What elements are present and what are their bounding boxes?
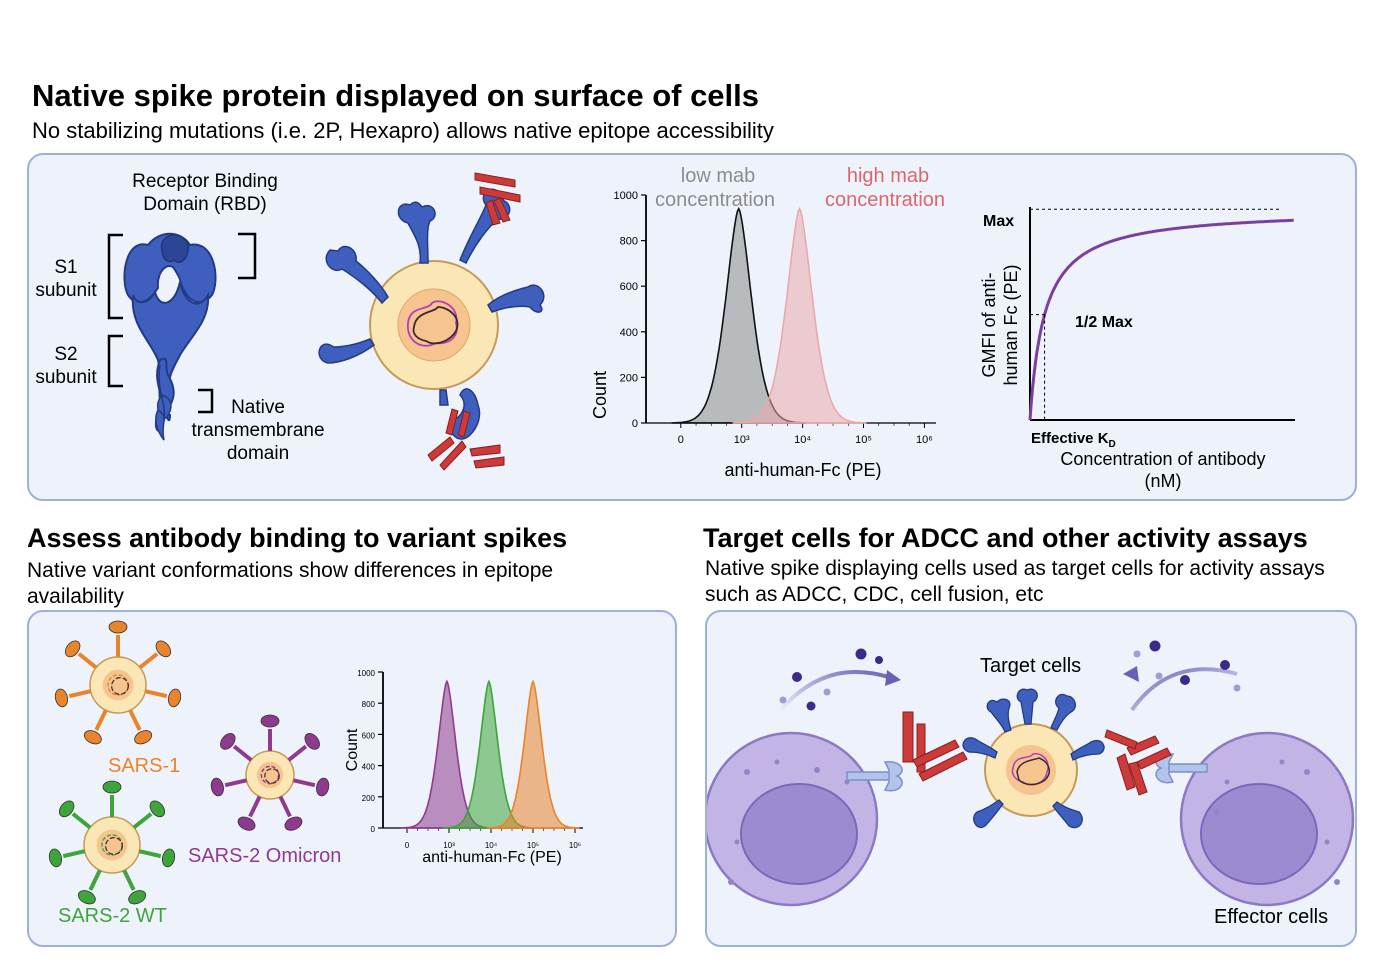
half-max-label: 1/2 Max xyxy=(1075,314,1133,331)
y-axis-label: Count xyxy=(590,371,610,419)
target-cells-label: Target cells xyxy=(980,655,1082,677)
section-variant-title: Assess antibody binding to variant spike… xyxy=(27,523,568,553)
binding-curve xyxy=(1028,218,1294,421)
histogram-high-mab-concentration xyxy=(732,206,867,424)
adcc-illustration xyxy=(707,640,1355,907)
y-tick-label: 600 xyxy=(620,281,638,293)
rbd-label: Receptor Binding Domain (RBD) xyxy=(132,171,278,215)
variant-cells xyxy=(48,620,330,905)
x-tick-label: 0 xyxy=(405,841,410,850)
x-tick-label: 10⁴ xyxy=(485,841,498,850)
curve-x-axis-label: Concentration of antibody(nM) xyxy=(1060,449,1265,491)
x-tick-label: 10⁵ xyxy=(855,434,872,446)
y-tick-label: 800 xyxy=(620,236,638,248)
omicron-cell xyxy=(210,714,330,831)
y-tick-label: 400 xyxy=(620,327,638,339)
y-tick-label: 200 xyxy=(620,372,638,384)
binding-curve-chart: Max 1/2 Max Effective KD Concentration o… xyxy=(979,207,1295,491)
s2-subunit-label: S2 subunit xyxy=(35,344,97,388)
y-tick-label: 200 xyxy=(362,794,376,803)
native-spike-panel xyxy=(27,153,1357,501)
x-tick-label: 0 xyxy=(678,434,684,446)
y-tick-label: 1000 xyxy=(614,190,638,202)
kd-label: Effective KD xyxy=(1031,430,1116,450)
x-tick-label: 10⁵ xyxy=(527,841,539,850)
y-axis-label-2: Count xyxy=(344,728,361,771)
x-tick-label: 10⁴ xyxy=(794,434,811,446)
y-tick-label: 0 xyxy=(371,825,376,834)
x-axis-label: anti-human-Fc (PE) xyxy=(724,460,881,480)
y-tick-label: 0 xyxy=(632,418,638,430)
effector-cells-label: Effector cells xyxy=(1214,906,1329,928)
histogram-native: 0 200 400 600 800 1000 0 10³ 10⁴ 10⁵ 10⁶ anti-huma… xyxy=(590,165,945,480)
section-target-subtitle: Native spike displaying cells used as ta… xyxy=(705,557,1325,606)
y-tick-label: 800 xyxy=(362,700,376,709)
sars2-wt-cell xyxy=(48,780,176,905)
transmembrane-label: Native transmembrane domain xyxy=(191,397,325,464)
section-native-title: Native spike protein displayed on surfac… xyxy=(32,78,760,113)
curve-y-axis-label: GMFI of anti-human Fc (PE) xyxy=(979,264,1021,385)
s1-subunit-label: S1 subunit xyxy=(35,257,97,301)
sars1-label: SARS-1 xyxy=(108,755,181,777)
section-variant-subtitle: Native variant conformations show differ… xyxy=(27,559,554,608)
histogram-variants: 0 200 400 600 800 1000 0 10³ 10⁴ 10⁵ 10⁶ anti-huma… xyxy=(344,669,583,866)
x-tick-label: 10³ xyxy=(734,434,750,446)
x-tick-label: 10⁶ xyxy=(569,841,581,850)
spike-protein-diagram xyxy=(107,232,257,441)
sars2-wt-label: SARS-2 WT xyxy=(58,905,167,927)
histogram-sars-1 xyxy=(486,679,580,829)
section-target-title: Target cells for ADCC and other activity… xyxy=(703,523,1308,553)
x-axis-label-2: anti-human-Fc (PE) xyxy=(422,849,562,866)
spike-cell-illustration xyxy=(318,172,545,471)
y-tick-label: 1000 xyxy=(357,669,375,678)
max-label: Max xyxy=(983,213,1014,230)
x-tick-label: 10⁶ xyxy=(916,434,933,446)
sars1-cell xyxy=(54,620,182,745)
x-tick-label: 10³ xyxy=(443,841,455,850)
omicron-label: SARS-2 Omicron xyxy=(188,845,342,867)
y-tick-label: 400 xyxy=(362,763,376,772)
y-tick-label: 600 xyxy=(362,731,376,740)
section-native-subtitle: No stabilizing mutations (i.e. 2P, Hexap… xyxy=(32,118,774,143)
